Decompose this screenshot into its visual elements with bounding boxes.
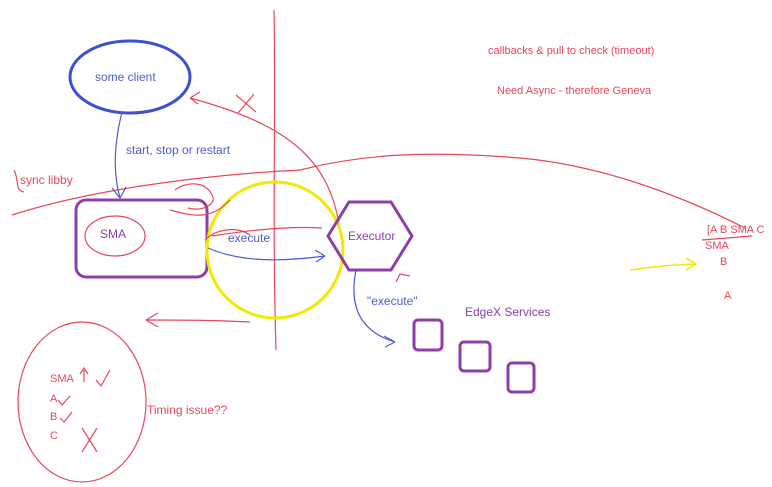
executor-red-mark bbox=[395, 273, 411, 283]
circle-list-a: A bbox=[50, 393, 58, 405]
right-list-sma: SMA bbox=[705, 240, 729, 252]
callback-arrowhead bbox=[189, 91, 201, 105]
edgex-service-square-2 bbox=[458, 340, 492, 373]
right-sma-strike bbox=[701, 235, 753, 241]
client-label: some client bbox=[95, 70, 156, 84]
callbacks-label: callbacks & pull to check (timeout) bbox=[488, 45, 655, 57]
sma-inner-ring bbox=[84, 215, 146, 257]
x-mark-top bbox=[235, 93, 257, 114]
vertical-divider-line bbox=[273, 9, 277, 351]
circle-list-c: C bbox=[50, 430, 58, 442]
edgex-services-label: EdgeX Services bbox=[465, 305, 551, 319]
return-red-arrow bbox=[211, 226, 323, 237]
sma-label: SMA bbox=[100, 227, 127, 241]
client-node bbox=[68, 39, 192, 115]
edgex-service-square-1 bbox=[412, 318, 444, 352]
client-to-sma-arrow bbox=[114, 111, 123, 199]
execute-label: execute bbox=[228, 231, 271, 245]
client-to-sma-arrowhead bbox=[111, 186, 127, 199]
execute-arrowhead bbox=[314, 249, 326, 263]
circle-list-sma: SMA bbox=[50, 373, 74, 385]
sma-scribble bbox=[169, 183, 251, 241]
async-scribble bbox=[13, 169, 25, 193]
need-async-label: Need Async - therefore Geneva bbox=[497, 85, 652, 97]
left-red-arrowhead bbox=[145, 312, 159, 328]
bottom-left-circle bbox=[17, 321, 147, 483]
long-red-curve bbox=[11, 153, 746, 229]
edgex-service-square-3 bbox=[506, 361, 536, 394]
execute-quoted-label: "execute" bbox=[367, 294, 418, 308]
right-list-header: [A B SMA C bbox=[707, 224, 765, 236]
right-list-a: A bbox=[724, 290, 732, 302]
yellow-arrow bbox=[629, 257, 698, 271]
sma-box bbox=[74, 198, 209, 279]
circle-list-b: B bbox=[50, 411, 58, 423]
timing-issue-label: Timing issue?? bbox=[147, 403, 228, 417]
start-stop-label: start, stop or restart bbox=[126, 143, 231, 157]
callback-arrow-curve bbox=[189, 97, 341, 231]
left-red-arrow bbox=[145, 319, 251, 323]
execute-arrow bbox=[207, 247, 326, 261]
async-label: sync libby bbox=[20, 173, 73, 187]
yellow-circle bbox=[205, 180, 345, 320]
executor-to-services-arrow bbox=[353, 269, 396, 343]
right-list-b: B bbox=[720, 256, 728, 268]
executor-hexagon bbox=[326, 200, 414, 272]
circle-check-marks bbox=[57, 366, 111, 453]
executor-label: Executor bbox=[348, 229, 396, 243]
executor-to-services-arrowhead bbox=[383, 335, 396, 348]
